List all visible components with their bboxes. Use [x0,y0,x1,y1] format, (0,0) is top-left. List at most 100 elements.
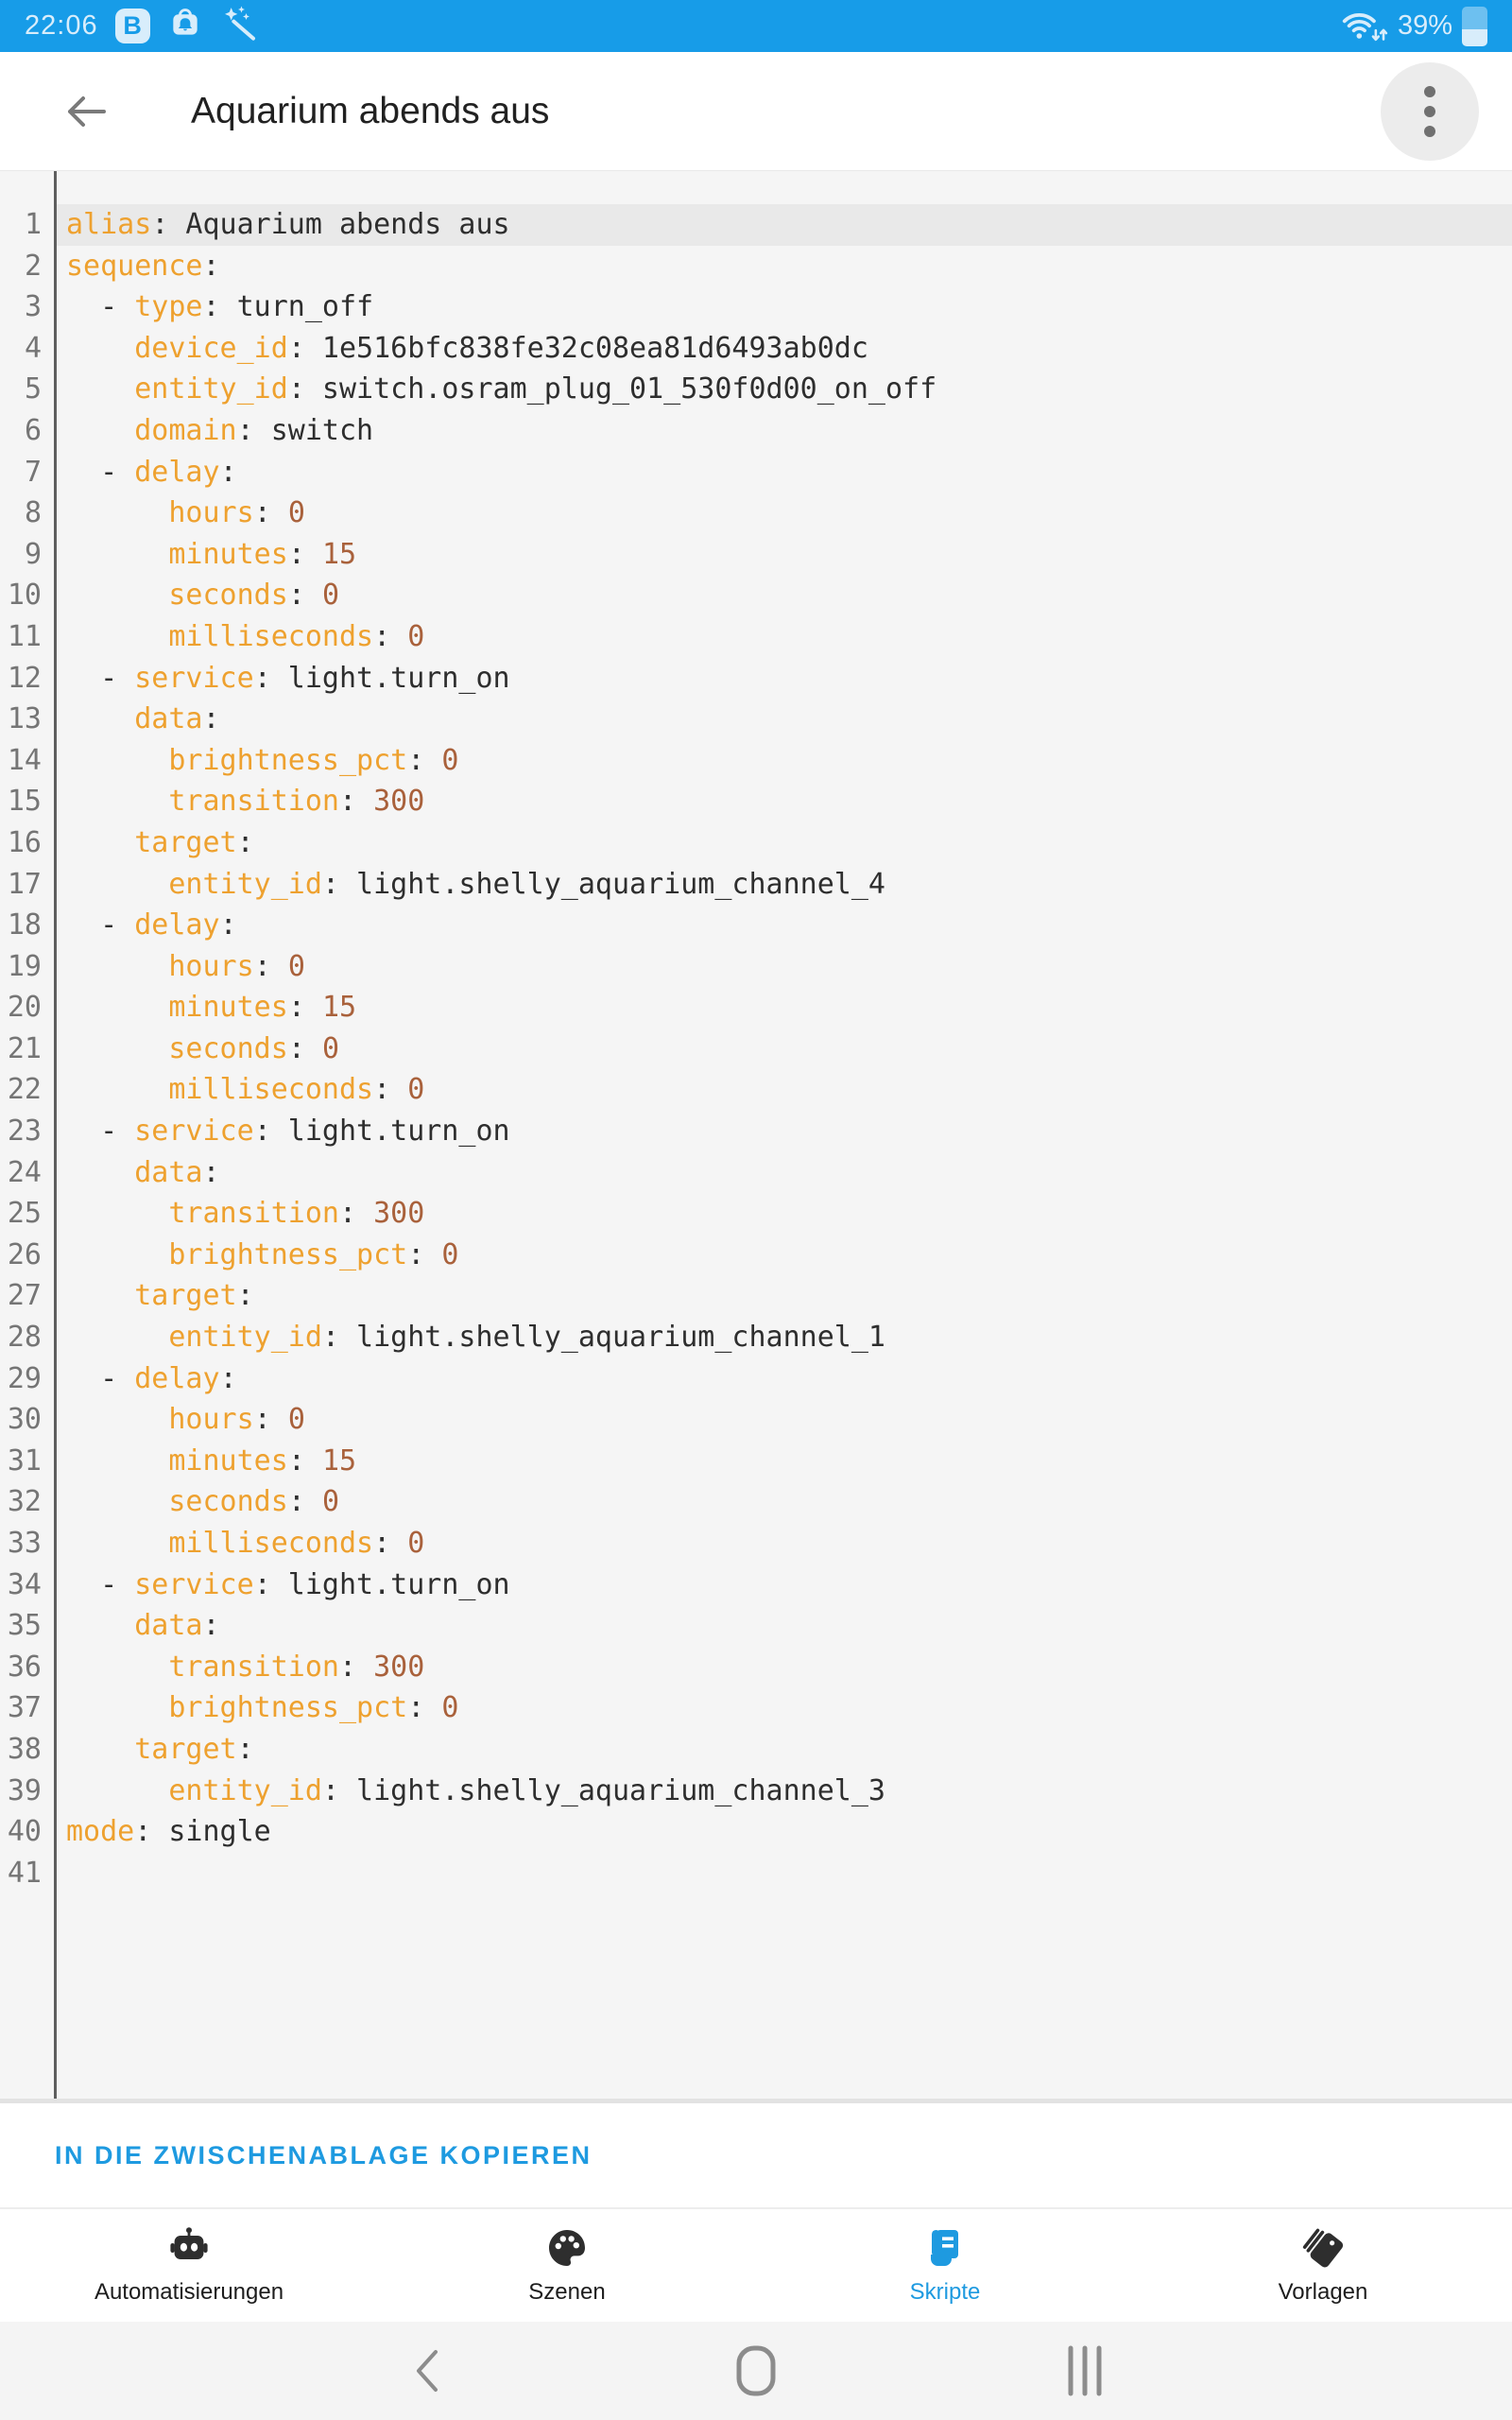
recents-icon[interactable] [1055,2341,1115,2401]
code-text: - delay: [66,1361,237,1395]
nav-tab-skripte[interactable]: Skripte [756,2209,1134,2322]
code-line-28[interactable]: 28 entity_id: light.shelly_aquarium_chan… [0,1317,1512,1358]
code-text: entity_id: light.shelly_aquarium_channel… [168,1321,885,1355]
line-number: 18 [7,908,42,942]
code-line-21[interactable]: 21 seconds: 0 [0,1028,1512,1070]
nav-tab-vorlagen[interactable]: Vorlagen [1134,2209,1512,2322]
code-text: - service: light.turn_on [66,1115,510,1149]
code-line-32[interactable]: 32 seconds: 0 [0,1481,1512,1523]
code-line-18[interactable]: 18 - delay: [0,905,1512,946]
line-number: 11 [7,619,42,653]
back-arrow-icon[interactable] [60,91,110,132]
code-line-37[interactable]: 37 brightness_pct: 0 [0,1687,1512,1729]
code-line-8[interactable]: 8 hours: 0 [0,493,1512,534]
code-text: - service: light.turn_on [66,1567,510,1601]
line-number: 29 [7,1361,42,1395]
status-bar: 22:06 B [0,0,1512,52]
nav-tab-automatisierungen[interactable]: Automatisierungen [0,2209,378,2322]
code-line-15[interactable]: 15 transition: 300 [0,781,1512,822]
code-text: device_id: 1e516bfc838fe32c08ea81d6493ab… [134,331,868,365]
code-line-30[interactable]: 30 hours: 0 [0,1399,1512,1441]
script-icon [922,2225,968,2271]
code-line-16[interactable]: 16 target: [0,822,1512,864]
code-text: - delay: [66,455,237,489]
code-text: milliseconds: 0 [168,1073,425,1107]
code-line-14[interactable]: 14 brightness_pct: 0 [0,740,1512,782]
code-line-36[interactable]: 36 transition: 300 [0,1647,1512,1688]
code-line-6[interactable]: 6 domain: switch [0,410,1512,452]
code-line-41[interactable]: 41 [0,1853,1512,1894]
code-text: data: [134,702,220,736]
kebab-menu-icon[interactable] [1381,61,1479,161]
code-line-13[interactable]: 13 data: [0,699,1512,740]
code-line-12[interactable]: 12 - service: light.turn_on [0,658,1512,700]
code-line-35[interactable]: 35 data: [0,1605,1512,1647]
code-line-38[interactable]: 38 target: [0,1729,1512,1771]
line-number: 39 [7,1773,42,1807]
code-line-29[interactable]: 29 - delay: [0,1358,1512,1400]
code-text: alias: Aquarium abends aus [54,204,1512,246]
code-line-24[interactable]: 24 data: [0,1152,1512,1194]
code-text: brightness_pct: 0 [168,1691,459,1725]
code-line-9[interactable]: 9 minutes: 15 [0,534,1512,576]
magic-wand-icon [220,4,258,49]
line-number: 8 [24,496,42,530]
code-line-33[interactable]: 33 milliseconds: 0 [0,1523,1512,1564]
line-number: 3 [24,290,42,324]
code-line-26[interactable]: 26 brightness_pct: 0 [0,1235,1512,1276]
code-text: minutes: 15 [168,537,357,571]
line-number: 10 [7,579,42,613]
line-number: 30 [7,1403,42,1437]
code-line-2[interactable]: 2 sequence: [0,246,1512,287]
code-text: target: [134,1732,254,1766]
line-number: 41 [7,1856,42,1890]
code-line-39[interactable]: 39 entity_id: light.shelly_aquarium_chan… [0,1771,1512,1812]
code-line-17[interactable]: 17 entity_id: light.shelly_aquarium_chan… [0,864,1512,906]
line-number: 15 [7,785,42,819]
line-number: 26 [7,1237,42,1271]
copy-bar: IN DIE ZWISCHENABLAGE KOPIEREN [0,2103,1512,2209]
b-app-icon: B [114,9,150,43]
app-bar: Aquarium abends aus [0,52,1512,171]
code-line-7[interactable]: 7 - delay: [0,452,1512,493]
back-chevron-icon[interactable] [397,2341,457,2401]
line-number: 17 [7,867,42,901]
code-line-34[interactable]: 34 - service: light.turn_on [0,1564,1512,1606]
code-line-10[interactable]: 10 seconds: 0 [0,575,1512,616]
code-text: target: [134,1279,254,1313]
line-number: 21 [7,1031,42,1065]
nav-tab-label: Vorlagen [1278,2279,1368,2305]
code-text: entity_id: light.shelly_aquarium_channel… [168,867,885,901]
code-line-3[interactable]: 3 - type: turn_off [0,286,1512,328]
code-text: - type: turn_off [66,290,374,324]
code-line-25[interactable]: 25 transition: 300 [0,1193,1512,1235]
code-line-27[interactable]: 27 target: [0,1275,1512,1317]
nav-tab-label: Automatisierungen [94,2279,284,2305]
code-line-31[interactable]: 31 minutes: 15 [0,1441,1512,1482]
code-line-5[interactable]: 5 entity_id: switch.osram_plug_01_530f0d… [0,369,1512,410]
code-line-23[interactable]: 23 - service: light.turn_on [0,1111,1512,1152]
code-text: entity_id: light.shelly_aquarium_channel… [168,1773,885,1807]
code-text: hours: 0 [168,496,305,530]
code-text: sequence: [66,249,220,283]
line-number: 2 [24,249,42,283]
code-line-20[interactable]: 20 minutes: 15 [0,987,1512,1028]
code-line-19[interactable]: 19 hours: 0 [0,946,1512,988]
code-line-4[interactable]: 4 device_id: 1e516bfc838fe32c08ea81d6493… [0,328,1512,370]
line-number: 34 [7,1567,42,1601]
home-button-icon[interactable] [726,2341,786,2401]
code-line-11[interactable]: 11 milliseconds: 0 [0,616,1512,658]
nav-tab-szenen[interactable]: Szenen [378,2209,756,2322]
copy-to-clipboard-button[interactable]: IN DIE ZWISCHENABLAGE KOPIEREN [55,2140,593,2169]
line-number: 27 [7,1279,42,1313]
tag-icon [1300,2225,1346,2271]
android-nav-bar [0,2322,1512,2420]
code-text: data: [134,1609,220,1643]
code-text: seconds: 0 [168,1485,339,1519]
code-text: minutes: 15 [168,991,357,1025]
code-line-22[interactable]: 22 milliseconds: 0 [0,1069,1512,1111]
clock: 22:06 [25,10,98,41]
